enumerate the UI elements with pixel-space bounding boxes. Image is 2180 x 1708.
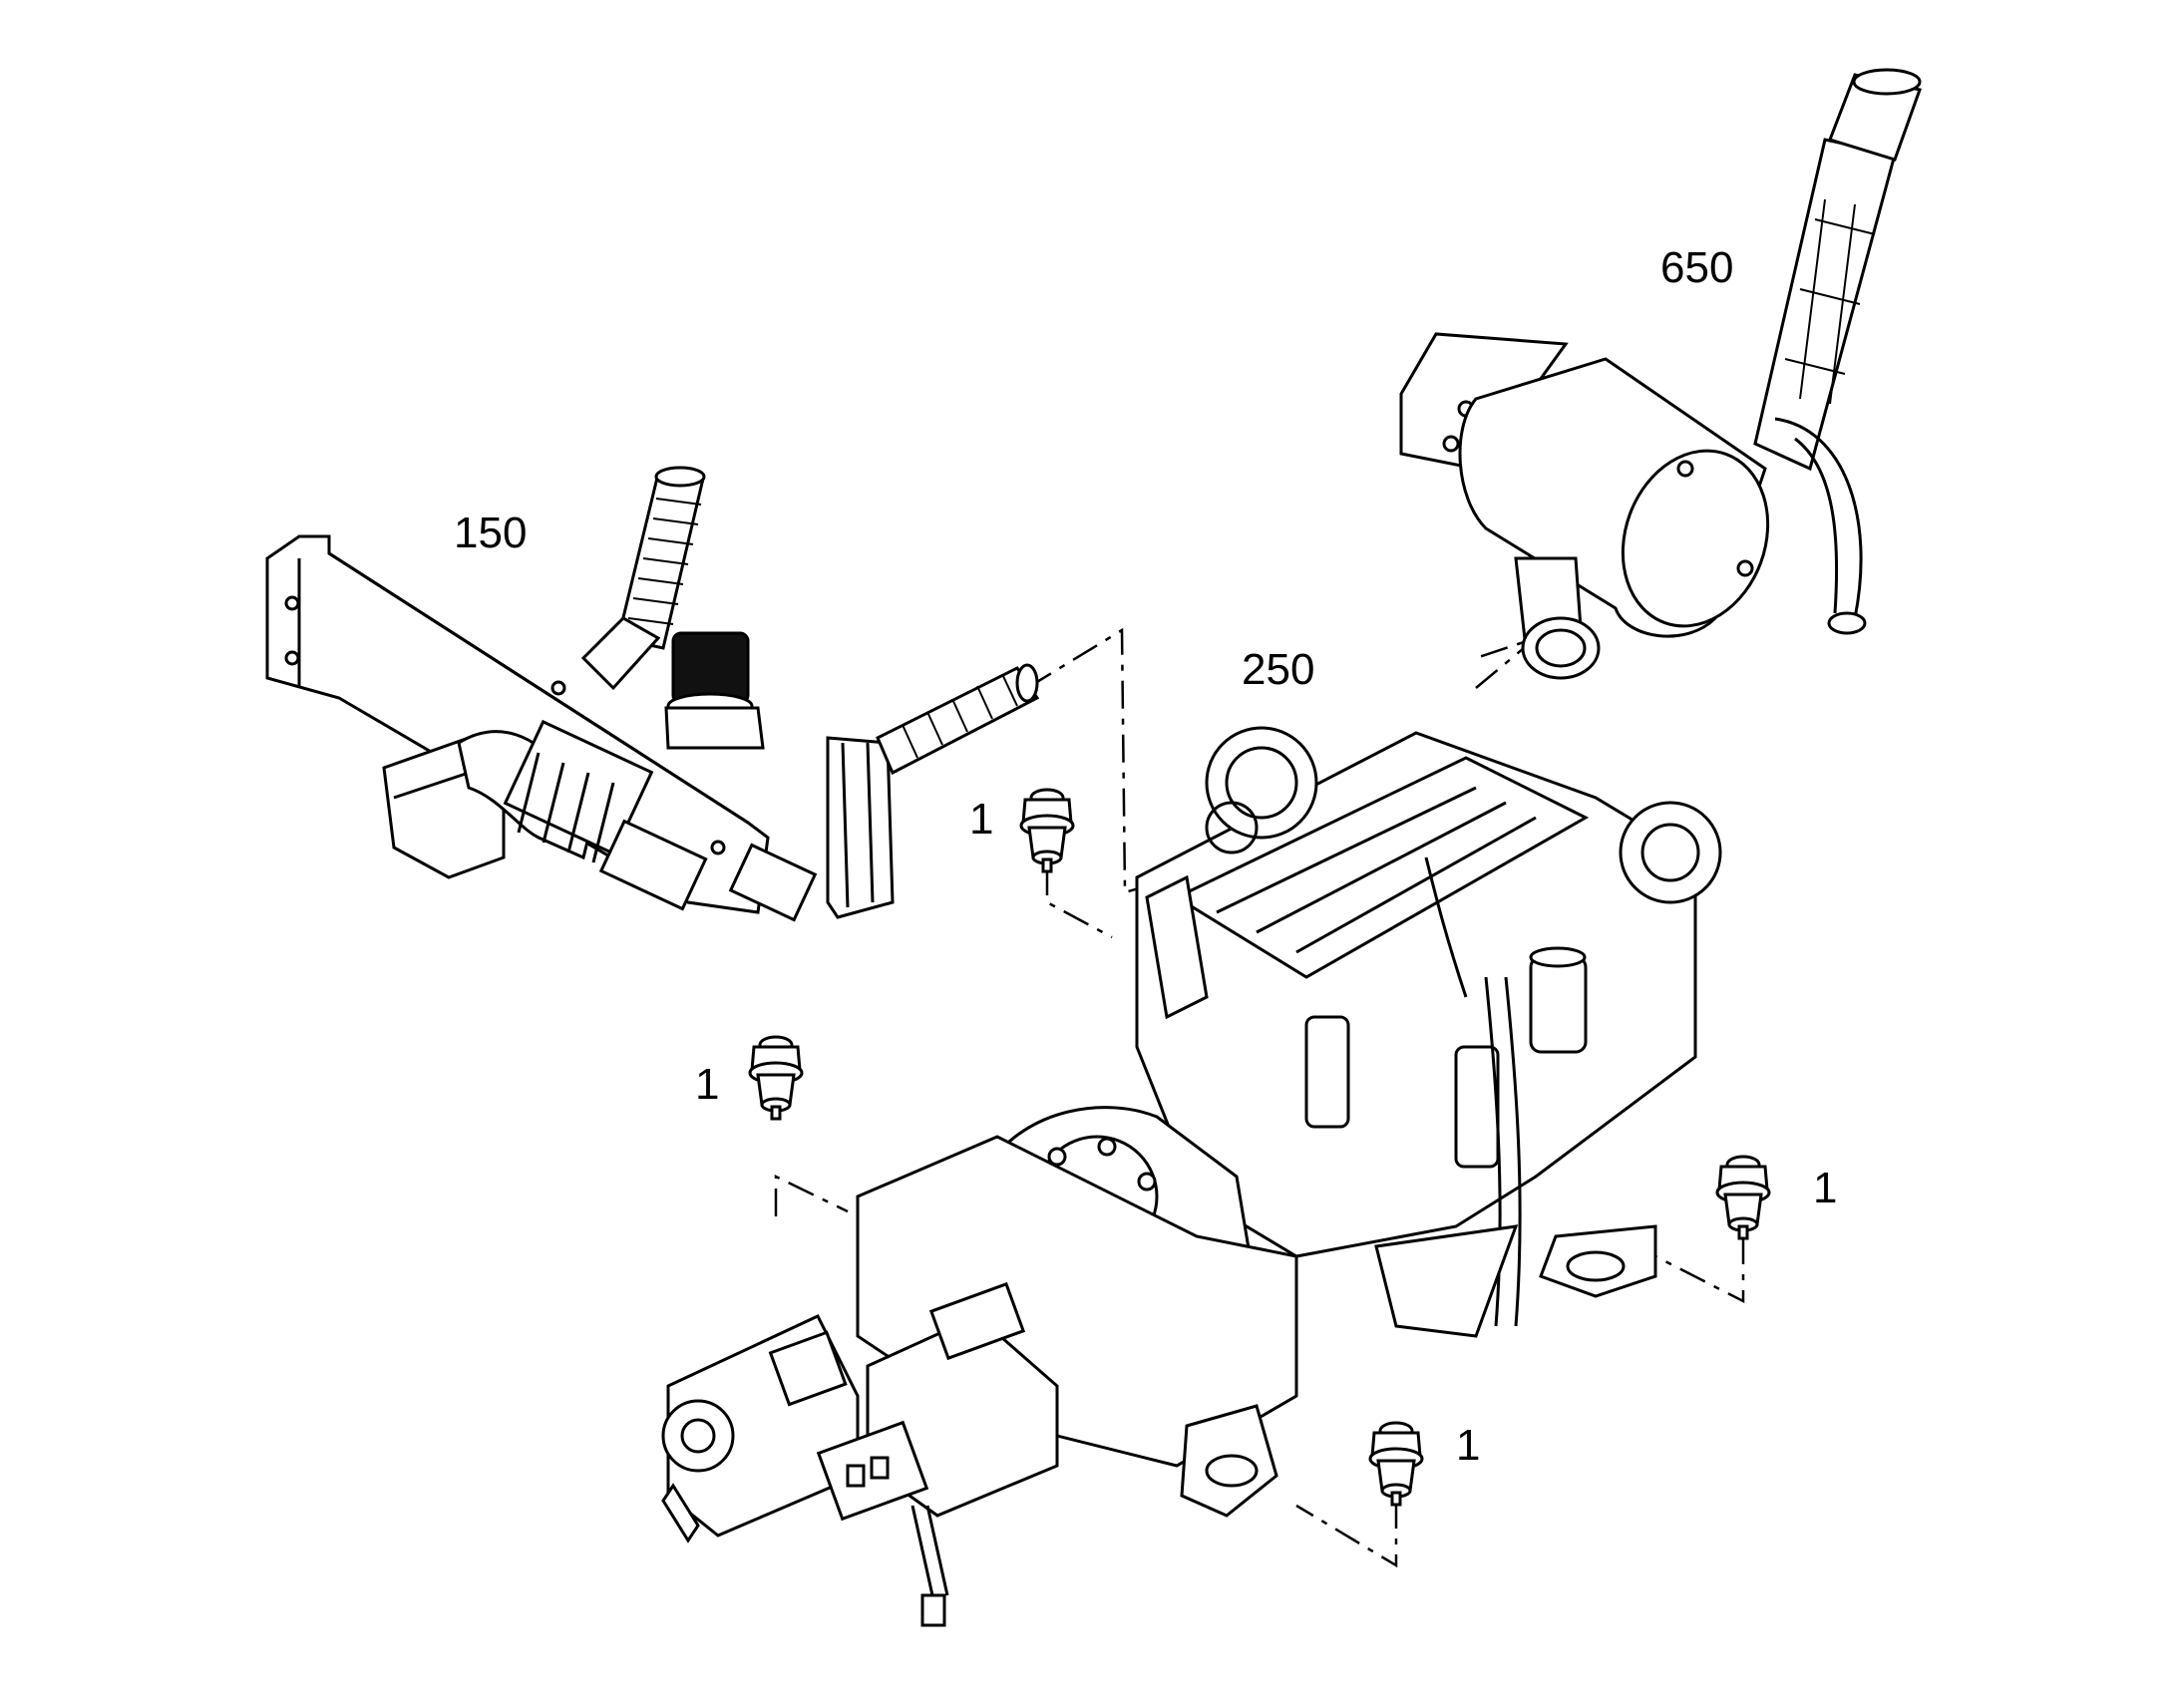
- leader-mount-d: [1295, 1501, 1398, 1568]
- callout-mount-b: 1: [695, 1060, 720, 1109]
- intake-duct-box: [826, 736, 895, 919]
- callout-mount-c: 1: [1813, 1164, 1838, 1212]
- engine-mount-d: [1368, 1421, 1424, 1507]
- callout-exhaust: 650: [1660, 243, 1734, 292]
- engine-mount-c: [1715, 1155, 1771, 1240]
- leader-mount-c: [1654, 1236, 1745, 1304]
- engine-transmission-assembly: [661, 726, 1722, 1627]
- leader-mount-b: [774, 1175, 849, 1216]
- engine-fuel-filter-a: [1304, 1015, 1350, 1129]
- control-valve-block: [816, 1420, 929, 1522]
- exhaust-stack: [1753, 68, 1922, 472]
- callout-air-intake: 150: [454, 509, 528, 557]
- exhaust-assembly: [1399, 68, 1922, 680]
- engine-mount-a: [1019, 788, 1075, 873]
- engine-turbocharger: [1205, 726, 1318, 840]
- engine-fuel-filter-b: [1454, 1045, 1500, 1169]
- callout-mount-a: 1: [969, 795, 994, 844]
- engine-alternator: [1619, 801, 1722, 904]
- exhaust-muffler-endcap: [1621, 449, 1770, 628]
- engine-mount-b: [748, 1035, 804, 1121]
- air-intake-assembly: [265, 466, 1040, 922]
- leader-mount-a: [1045, 867, 1113, 939]
- intake-filter-cap: [671, 631, 750, 705]
- callout-mount-d: 1: [1456, 1421, 1481, 1470]
- exhaust-inlet-flange: [1521, 616, 1601, 680]
- engine-oil-filter: [1529, 955, 1588, 1054]
- intake-ribbed-duct: [503, 719, 654, 863]
- hydraulic-pump-left: [661, 1314, 860, 1537]
- exhaust-return-pipe: [1774, 417, 1863, 619]
- callout-engine: 250: [1242, 645, 1315, 694]
- intake-hose-right: [876, 663, 1040, 776]
- intake-crossbar: [265, 534, 770, 914]
